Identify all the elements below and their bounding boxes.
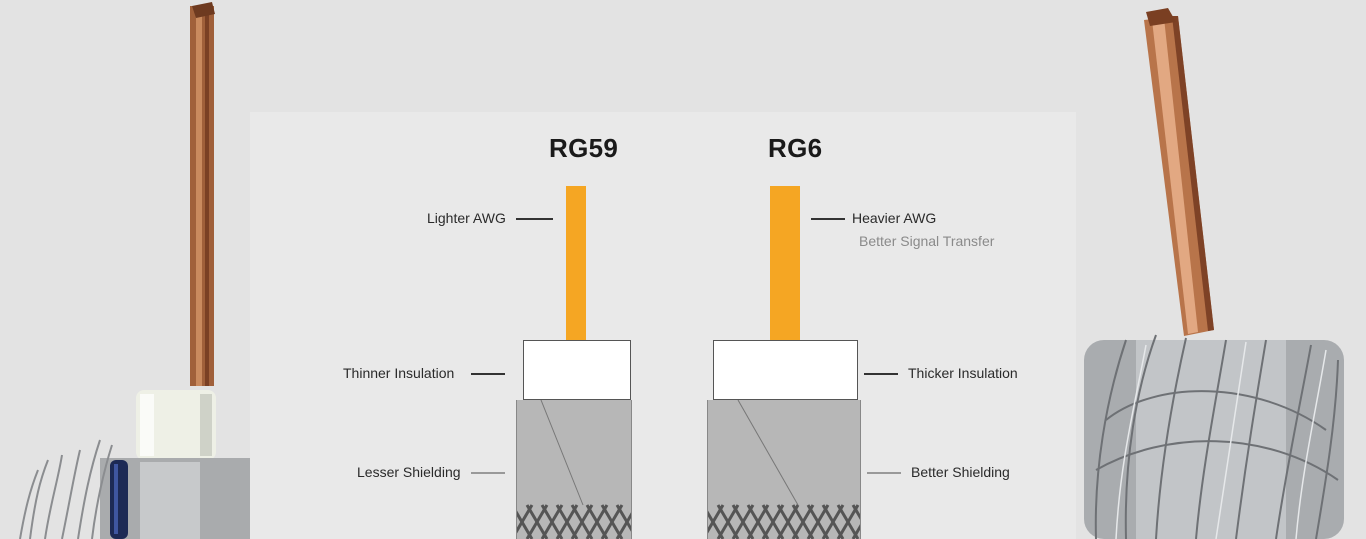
rg59-shielding-label: Lesser Shielding <box>357 464 461 480</box>
rg6-conductor-leader <box>811 218 845 220</box>
rg59-insulation <box>523 340 631 400</box>
rg6-shielding-leader <box>867 472 901 474</box>
rg59-conductor <box>566 186 586 340</box>
rg6-conductor-label: Heavier AWG <box>852 210 937 226</box>
diagram-panel <box>250 112 1076 539</box>
rg6-shielding-label: Better Shielding <box>911 464 1010 480</box>
rg6-title: RG6 <box>768 133 823 163</box>
rg59-conductor-label: Lighter AWG <box>427 210 506 226</box>
rg59-conductor-leader <box>516 218 553 220</box>
rg6-insulation <box>713 340 858 400</box>
rg6-cable-photo <box>1084 8 1344 539</box>
rg6-shielding <box>707 400 861 539</box>
rg59-title: RG59 <box>549 133 619 163</box>
rg6-conductor-sublabel: Better Signal Transfer <box>859 233 995 249</box>
rg6-insulation-label: Thicker Insulation <box>908 365 1018 381</box>
rg59-cable-photo <box>19 2 260 539</box>
rg59-insulation-label: Thinner Insulation <box>343 365 455 381</box>
rg59-shielding-leader <box>471 472 505 474</box>
rg6-insulation-leader <box>864 373 898 375</box>
rg6-conductor <box>770 186 800 340</box>
rg59-insulation-leader <box>471 373 505 375</box>
rg59-shielding <box>516 400 632 539</box>
